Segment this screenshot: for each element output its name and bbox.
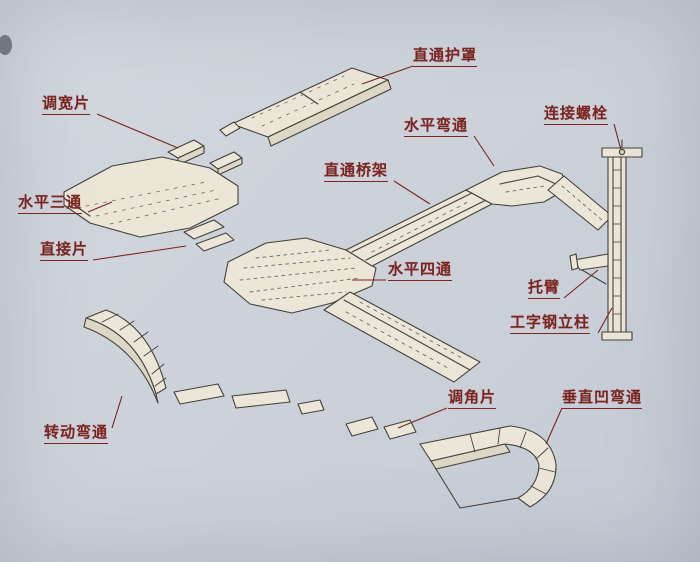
part-tray-segments: [173, 383, 325, 415]
label-connecting-bolt: 连接螺栓: [544, 106, 609, 125]
leader-width-adjuster: [96, 113, 179, 149]
label-width-adjuster: 调宽片: [42, 96, 91, 115]
leader-ibeam-column: [597, 307, 613, 334]
leader-horizontal-tee: [87, 201, 113, 213]
leader-lines: [87, 65, 622, 445]
label-horizontal-elbow: 水平弯通: [404, 118, 469, 137]
leader-connecting-bolt: [613, 123, 622, 151]
part-rotating-elbow: [83, 309, 167, 404]
label-connector-clip: 直接片: [40, 242, 89, 261]
label-horizontal-tee: 水平三通: [18, 195, 83, 214]
part-ibeam-column: [601, 139, 643, 341]
connecting-bolt: [618, 148, 626, 156]
part-sloping-tray: [323, 291, 481, 383]
leader-horizontal-elbow: [473, 135, 495, 167]
label-angle-adjuster: 调角片: [448, 390, 497, 409]
leader-straight-cover: [361, 65, 414, 85]
part-bracket-arm: [569, 253, 609, 285]
part-straight-tray: [345, 189, 493, 267]
paper-smudge: [0, 35, 12, 55]
part-tray-to-column: [547, 175, 613, 231]
part-width-adjuster: [167, 139, 243, 176]
label-bracket-arm: 托臂: [528, 280, 561, 299]
part-angle-adjuster: [345, 416, 417, 440]
label-rotating-elbow: 转动弯通: [44, 425, 109, 444]
leader-rotating-elbow: [111, 395, 123, 429]
label-straight-tray: 直通桥架: [324, 163, 389, 182]
leader-straight-tray: [393, 180, 431, 205]
part-connector-clip: [183, 219, 235, 252]
label-horizontal-cross: 水平四通: [388, 262, 453, 281]
leader-connector-clip: [92, 245, 187, 261]
part-horizontal-tee: [63, 156, 239, 238]
label-ibeam-column: 工字钢立柱: [510, 315, 591, 334]
leader-bracket-arm: [563, 269, 599, 299]
leader-angle-adjuster: [397, 407, 448, 429]
label-vertical-concave-elbow: 垂直凹弯通: [562, 390, 643, 409]
part-straight-cover: [219, 67, 392, 147]
label-straight-cover: 直通护罩: [413, 48, 478, 67]
leader-vertical-concave-elbow: [545, 407, 563, 445]
part-vertical-concave-elbow: [419, 425, 557, 509]
part-horizontal-cross: [223, 237, 377, 314]
